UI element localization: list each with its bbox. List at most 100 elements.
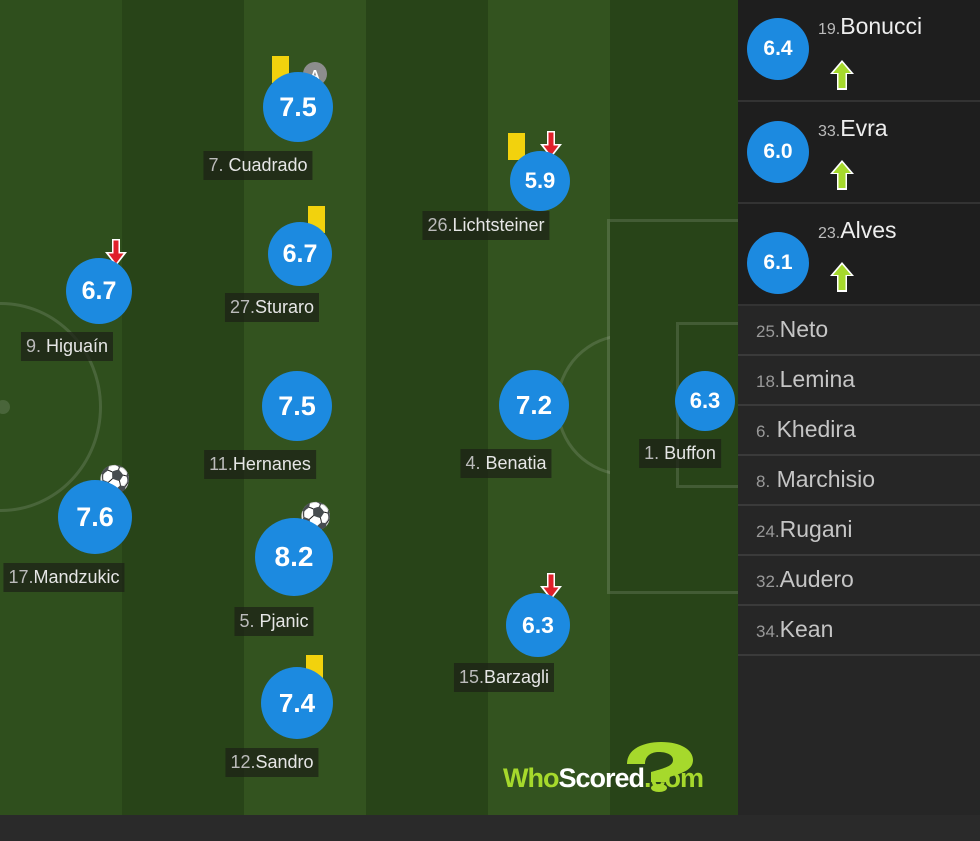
sub-off-arrow-icon [540, 573, 562, 601]
sub-on-arrow-icon [830, 160, 854, 195]
substitute-name: 19.Bonucci [818, 13, 922, 40]
player-rating: 7.6 [58, 480, 132, 554]
substitute-name: 33.Evra [818, 115, 888, 142]
bench-row[interactable]: 25.Neto [738, 306, 980, 356]
bench-player: 18.Lemina [756, 366, 855, 393]
player-rating: 5.9 [510, 151, 570, 211]
sub-on-arrow-icon [830, 60, 854, 95]
pitch-stripe [122, 0, 244, 815]
bench-player: 24.Rugani [756, 516, 853, 543]
bench-name: Kean [779, 616, 834, 642]
player-name: Barzagli [484, 667, 550, 687]
player-rating: 8.2 [255, 518, 333, 596]
substitute-rating: 6.1 [747, 232, 809, 294]
substitute-name-text: Bonucci [840, 13, 923, 39]
substitute-name-text: Alves [840, 217, 897, 243]
player-rating: 6.3 [506, 593, 570, 657]
substitute-number: 23. [818, 225, 841, 242]
substitute-name: 23.Alves [818, 217, 897, 244]
bench-number: 24. [756, 522, 780, 541]
bench-number: 34. [756, 622, 780, 641]
bench-number: 6. [756, 422, 771, 441]
substitute-row[interactable]: 6.4 19.Bonucci [738, 0, 980, 102]
bottom-bar [0, 815, 980, 841]
player-label: 1. Buffon [639, 439, 721, 468]
substitute-row[interactable]: 6.1 23.Alves [738, 204, 980, 306]
bench-name: Rugani [779, 516, 853, 542]
bench-row[interactable]: 24.Rugani [738, 506, 980, 556]
centre-spot [0, 400, 10, 414]
whoscored-wordmark: WhoScored.com [503, 763, 704, 794]
bench-name: Audero [779, 566, 854, 592]
player-label: 9. Higuaín [20, 332, 114, 361]
bench-player: 6. Khedira [756, 416, 856, 443]
player-rating: 6.3 [675, 371, 735, 431]
pitch: A 7.5 7. Cuadrado 6.7 27.Sturaro 6.7 9. … [0, 0, 738, 815]
sub-off-arrow-icon [540, 131, 562, 159]
player-name: Higuaín [45, 336, 109, 356]
substitute-row[interactable]: 6.0 33.Evra [738, 102, 980, 204]
player-rating: 6.7 [66, 258, 132, 324]
player-rating: 6.7 [268, 222, 332, 286]
player-number: 4. [465, 453, 481, 473]
player-number: 26. [427, 215, 453, 235]
question-mark-logo-icon [627, 742, 693, 792]
bench-name: Khedira [776, 416, 856, 442]
bench-player: 34.Kean [756, 616, 833, 643]
penalty-area [607, 219, 738, 594]
player-name: Lichtsteiner [452, 215, 545, 235]
yellow-card-icon [508, 133, 525, 160]
player-label: 4. Benatia [460, 449, 552, 478]
player-label: 5. Pjanic [234, 607, 314, 636]
player-number: 5. [239, 611, 255, 631]
player-label: 15.Barzagli [453, 663, 555, 692]
bench-row[interactable]: 6. Khedira [738, 406, 980, 456]
substitute-rating: 6.4 [747, 18, 809, 80]
bench-player: 32.Audero [756, 566, 854, 593]
substitute-rating: 6.0 [747, 121, 809, 183]
player-label: 26.Lichtsteiner [422, 211, 550, 240]
whoscored-logo: WhoScored.com [503, 742, 728, 804]
player-label: 7. Cuadrado [203, 151, 313, 180]
player-rating: 7.2 [499, 370, 569, 440]
player-name: Mandzukic [33, 567, 120, 587]
player-number: 1. [644, 443, 660, 463]
player-rating: 7.5 [262, 371, 332, 441]
logo-who: Who [503, 763, 559, 793]
bench-row[interactable]: 34.Kean [738, 606, 980, 656]
bench-row[interactable]: 32.Audero [738, 556, 980, 606]
player-number: 12. [230, 752, 256, 772]
bench-number: 25. [756, 322, 780, 341]
substitute-number: 33. [818, 123, 841, 140]
bench-number: 8. [756, 472, 771, 491]
sub-on-arrow-icon [830, 262, 854, 297]
player-label: 11.Hernanes [204, 450, 316, 479]
player-label: 12.Sandro [225, 748, 319, 777]
bench-number: 32. [756, 572, 780, 591]
bench-row[interactable]: 18.Lemina [738, 356, 980, 406]
player-name: Buffon [664, 443, 716, 463]
player-number: 27. [229, 297, 255, 317]
bench-number: 18. [756, 372, 780, 391]
pitch-stripe [366, 0, 488, 815]
logo-com: .com [644, 763, 704, 793]
sub-off-arrow-icon [105, 239, 127, 267]
substitutes-panel: 6.4 19.Bonucci 6.0 33.Evra 6.1 23.Alves … [738, 0, 980, 815]
bench-name: Neto [779, 316, 829, 342]
player-name: Sturaro [255, 297, 315, 317]
player-number: 11. [209, 454, 233, 474]
player-number: 15. [458, 667, 484, 687]
player-name: Sandro [255, 752, 314, 772]
player-number: 7. [208, 155, 224, 175]
player-label: 27.Sturaro [224, 293, 320, 322]
substitute-name-text: Evra [840, 115, 888, 141]
bench-row[interactable]: 8. Marchisio [738, 456, 980, 506]
player-name: Hernanes [232, 454, 311, 474]
bench-name: Lemina [779, 366, 856, 392]
player-label: 17.Mandzukic [3, 563, 125, 592]
substitute-number: 19. [818, 21, 841, 38]
player-rating: 7.4 [261, 667, 333, 739]
player-number: 9. [25, 336, 41, 356]
logo-scored: Scored [558, 763, 645, 793]
bench-player: 8. Marchisio [756, 466, 875, 493]
